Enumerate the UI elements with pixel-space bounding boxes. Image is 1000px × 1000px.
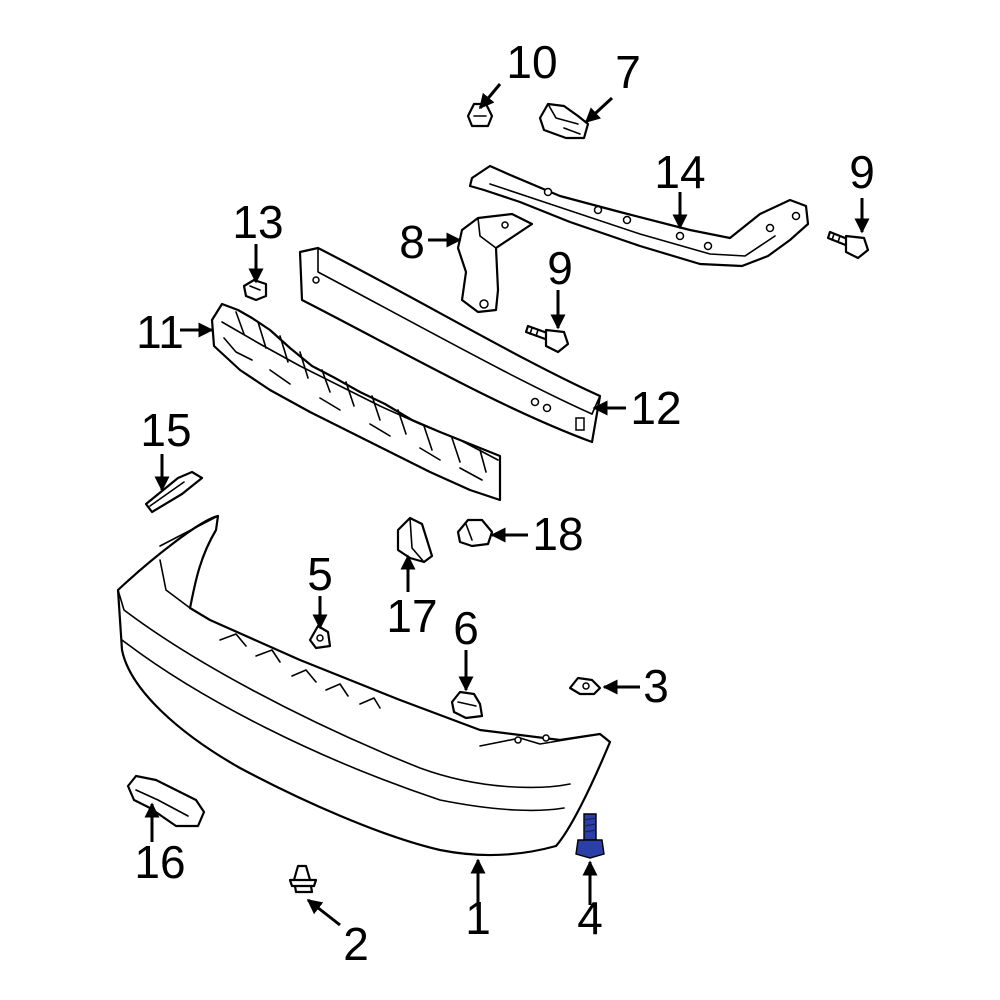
retainer-part-7[interactable] — [538, 102, 590, 140]
callout-14: 14 — [654, 146, 705, 198]
callout-15: 15 — [140, 404, 191, 456]
callout-3: 3 — [643, 660, 669, 712]
clip-part-18[interactable] — [456, 518, 494, 548]
push-pin-part-2[interactable] — [288, 864, 318, 894]
callout-7: 7 — [615, 46, 641, 98]
clip-part-13[interactable] — [242, 278, 268, 302]
energy-absorber-part-11[interactable] — [210, 302, 502, 502]
leader-arrows — [144, 83, 870, 927]
bolt-part-9-lower[interactable] — [524, 324, 570, 354]
bolt-part-9-upper[interactable] — [826, 230, 870, 260]
callout-17: 17 — [386, 590, 437, 642]
bumper-cover-part-1[interactable] — [116, 514, 612, 856]
callout-13: 13 — [232, 196, 283, 248]
nut-part-5[interactable] — [308, 624, 332, 650]
callout-4: 4 — [577, 892, 603, 944]
callout-12: 12 — [630, 382, 681, 434]
strip-part-15[interactable] — [144, 470, 204, 514]
callout-5: 5 — [307, 548, 333, 600]
bolt-part-4-highlighted[interactable] — [575, 813, 605, 859]
callout-9-lower: 9 — [547, 242, 573, 294]
callout-1: 1 — [465, 892, 491, 944]
callout-9-upper: 9 — [849, 146, 875, 198]
bracket-part-8[interactable] — [456, 212, 534, 314]
clip-part-6[interactable] — [450, 690, 484, 720]
reinforcement-bracket-part-14[interactable] — [468, 164, 810, 268]
callout-10: 10 — [506, 36, 557, 88]
callout-8: 8 — [399, 216, 425, 268]
callout-6: 6 — [453, 602, 479, 654]
nut-part-3[interactable] — [568, 676, 602, 696]
bracket-part-17[interactable] — [396, 516, 434, 564]
bracket-part-16[interactable] — [126, 774, 206, 828]
callout-18: 18 — [532, 508, 583, 560]
callout-labels: 1 2 3 4 5 6 7 8 9 9 10 11 12 13 14 15 16… — [134, 36, 874, 970]
callout-11: 11 — [136, 306, 184, 358]
clip-part-10[interactable] — [466, 102, 494, 128]
callout-16: 16 — [134, 836, 185, 888]
callout-2: 2 — [343, 918, 369, 970]
impact-bar-part-12[interactable] — [298, 246, 602, 444]
